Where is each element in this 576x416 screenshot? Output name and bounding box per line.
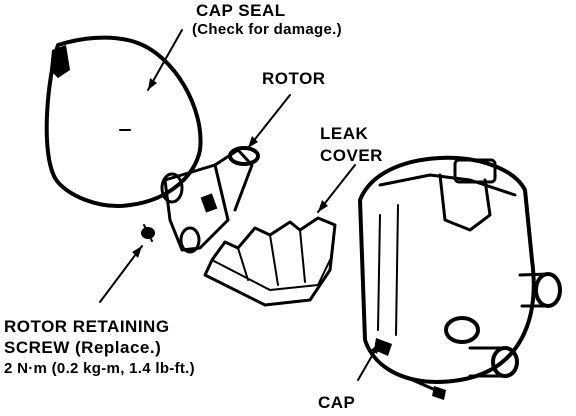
cap-seal-leader [147, 29, 183, 91]
leak-cover-label-line2: COVER [320, 146, 383, 165]
cap-seal-part [44, 35, 203, 208]
rotor-label: ROTOR [262, 69, 326, 88]
leak-cover-label-line1: LEAK [320, 124, 369, 143]
cap-seal-label: CAP SEAL [196, 1, 286, 20]
screw-torque-spec: 2 N·m (0.2 kg-m, 1.4 lb-ft.) [4, 360, 195, 377]
rotor-part [160, 146, 260, 254]
leader-lines [99, 29, 381, 381]
screw-leader [99, 245, 143, 303]
screw-label-line1: ROTOR RETAINING [4, 317, 170, 336]
rotor-screw-part [141, 224, 155, 242]
leak-cover-part [203, 216, 337, 307]
distributor-cap-part [358, 155, 562, 400]
cap-seal-note: (Check for damage.) [192, 21, 342, 38]
cap-label: CAP [318, 393, 356, 412]
screw-label-line2: SCREW (Replace.) [4, 338, 162, 357]
